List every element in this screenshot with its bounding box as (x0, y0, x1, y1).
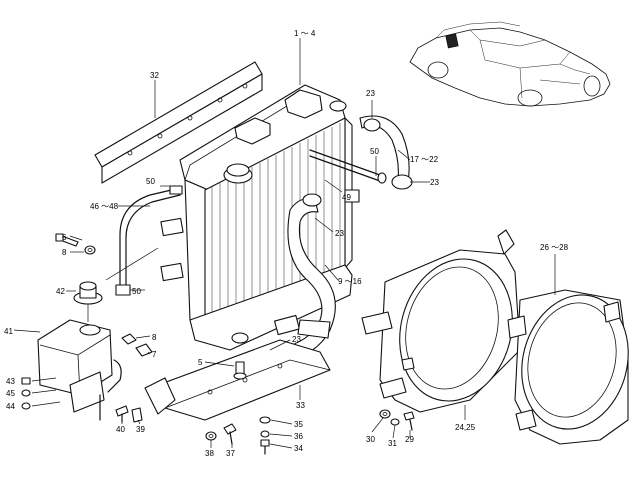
screw-43 (21, 377, 31, 385)
part-label-24-25: 24,25 (455, 423, 476, 432)
part-label-23: 23 (430, 178, 439, 187)
part-label-33: 33 (296, 401, 305, 410)
part-label-44: 44 (6, 402, 15, 411)
washer-45 (21, 389, 31, 397)
leader-lines (13, 38, 556, 448)
part-label-8: 8 (62, 248, 67, 257)
radiator-core (160, 84, 360, 351)
nut-44 (21, 402, 31, 410)
part-label-34: 34 (294, 444, 303, 453)
lower-support-33 (144, 314, 331, 421)
reservoir-cap-42 (73, 281, 103, 322)
part-label-8: 8 (152, 333, 157, 342)
part-label-37: 37 (226, 449, 235, 458)
bolt-6 (55, 233, 79, 247)
part-label-41: 41 (4, 327, 13, 336)
part-label-7: 7 (152, 350, 157, 359)
bolt-29 (403, 411, 415, 431)
part-label-39: 39 (136, 425, 145, 434)
part-label-42: 42 (56, 287, 65, 296)
part-label-29: 29 (405, 435, 414, 444)
part-number-labels: 1 ～ 4 32 23 50 17 ～22 23 50 49 46 ～48 23… (4, 29, 569, 458)
part-label-17-22: 17 ～22 (410, 155, 439, 164)
side-stay-46-48 (105, 185, 183, 296)
part-label-49: 49 (342, 193, 351, 202)
part-label-50: 50 (132, 287, 141, 296)
part-label-30: 30 (366, 435, 375, 444)
nut-8-center (121, 333, 137, 345)
fan-shroud-24-25 (361, 229, 521, 413)
washer-8 (84, 245, 96, 255)
part-label-23: 23 (366, 89, 375, 98)
bolt-37 (223, 423, 237, 445)
nut-7 (135, 343, 153, 357)
nut-35 (259, 416, 271, 424)
reservoir-tank-41 (37, 319, 122, 421)
part-label-50: 50 (146, 177, 155, 186)
part-label-40: 40 (116, 425, 125, 434)
washer-38 (205, 431, 217, 441)
washer-30 (379, 409, 391, 419)
part-label-43: 43 (6, 377, 15, 386)
overflow-pipe-49 (309, 149, 387, 184)
nut-31 (390, 418, 400, 426)
upper-hose-17-22 (359, 115, 413, 190)
part-label-23: 23 (335, 229, 344, 238)
clip-39 (131, 407, 143, 423)
part-label-6: 6 (62, 233, 67, 242)
fan-shroud-26-28 (507, 289, 629, 445)
part-label-50: 50 (370, 147, 379, 156)
part-label-46-48: 46 ～48 (90, 202, 119, 211)
part-label-23: 23 (292, 335, 301, 344)
part-label-35: 35 (294, 420, 303, 429)
part-label-36: 36 (294, 432, 303, 441)
part-label-32: 32 (150, 71, 159, 80)
part-label-9-16: 9 ～16 (338, 277, 362, 286)
part-label-38: 38 (205, 449, 214, 458)
part-label-26-28: 26 ～28 (540, 243, 569, 252)
part-label-1-4: 1 ～ 4 (294, 29, 316, 38)
mounting-bracket-32 (94, 61, 263, 184)
part-label-31: 31 (388, 439, 397, 448)
part-label-5: 5 (198, 358, 203, 367)
drain-plug-5 (233, 361, 247, 380)
part-label-45: 45 (6, 389, 15, 398)
car-locator-illustration (409, 21, 611, 107)
washer-36 (260, 430, 270, 438)
bolt-34 (260, 439, 270, 455)
